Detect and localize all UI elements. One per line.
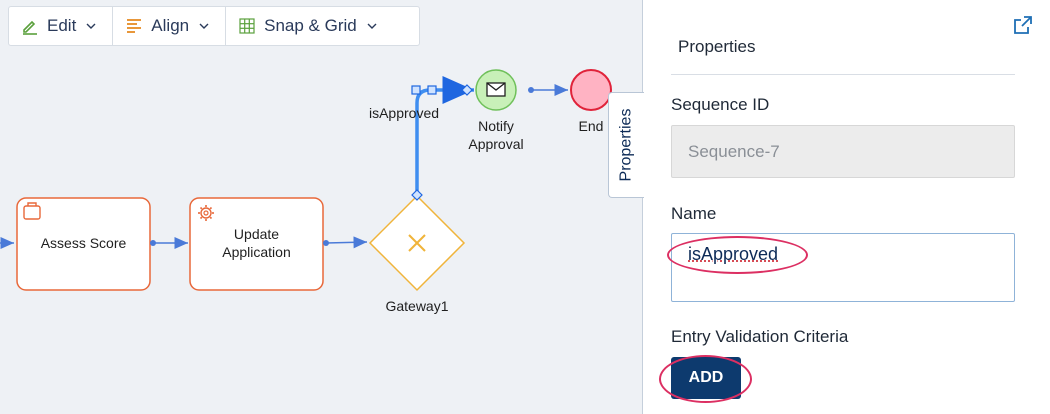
gear-icon (198, 205, 214, 221)
panel-divider (671, 74, 1015, 75)
name-label: Name (671, 204, 717, 223)
chevron-down-icon (199, 21, 209, 31)
end-label: End (579, 118, 604, 134)
chevron-down-icon (86, 21, 96, 31)
grid-icon (238, 17, 256, 35)
sequence-id-label: Sequence ID (671, 95, 770, 114)
properties-side-tab[interactable]: Properties (608, 92, 644, 198)
chevron-down-icon (367, 21, 377, 31)
flow-label-isapproved: isApproved (369, 105, 439, 121)
notify-label-line1: Notify (478, 118, 514, 134)
gateway-label: Gateway1 (385, 298, 448, 314)
align-icon (125, 17, 143, 35)
edit-label: Edit (47, 16, 77, 35)
event-notify-approval[interactable] (475, 69, 517, 111)
edit-menu-button[interactable]: Edit (9, 7, 114, 45)
pencil-icon (21, 17, 39, 35)
entry-validation-label: Entry Validation Criteria (671, 327, 849, 346)
flow-update-to-gateway[interactable] (325, 236, 368, 249)
popout-icon[interactable] (1012, 14, 1034, 36)
gateway-exclusive[interactable] (368, 194, 466, 292)
task-update-line2: Application (222, 244, 291, 260)
align-menu-button[interactable]: Align (113, 7, 227, 45)
waypoint-handle[interactable] (411, 85, 421, 95)
envelope-icon (486, 82, 506, 97)
name-input-value: isApproved (688, 244, 779, 264)
toolbar: Edit Align Snap & Grid (8, 6, 420, 46)
notify-label-line2: Approval (468, 136, 523, 152)
panel-title: Properties (678, 37, 756, 56)
task-assess-score[interactable]: Assess Score (16, 197, 151, 291)
snap-grid-menu-button[interactable]: Snap & Grid (226, 7, 393, 45)
task-update-line1: Update (234, 226, 279, 242)
flow-isapproved-selected[interactable] (411, 76, 474, 201)
waypoint-handle[interactable] (427, 85, 437, 95)
task-assess-label: Assess Score (41, 235, 127, 251)
task-update-application[interactable]: Update Application (189, 197, 324, 291)
properties-side-tab-label: Properties (617, 108, 635, 182)
process-diagram: Assess Score Update Application Gateway (0, 69, 612, 314)
endpoint-handle[interactable] (411, 189, 423, 201)
name-input[interactable]: isApproved (671, 233, 1015, 302)
properties-panel: Properties Sequence ID Sequence-7 Name i… (642, 0, 1050, 414)
x-icon (408, 234, 426, 252)
briefcase-icon (23, 202, 41, 220)
sequence-id-value: Sequence-7 (688, 141, 780, 161)
endpoint-handle[interactable] (461, 84, 473, 96)
sequence-id-field: Sequence-7 (671, 125, 1015, 178)
align-label: Align (151, 16, 190, 35)
snap-grid-label: Snap & Grid (264, 16, 357, 35)
event-end[interactable] (570, 69, 612, 111)
add-criteria-button[interactable]: ADD (671, 357, 741, 399)
